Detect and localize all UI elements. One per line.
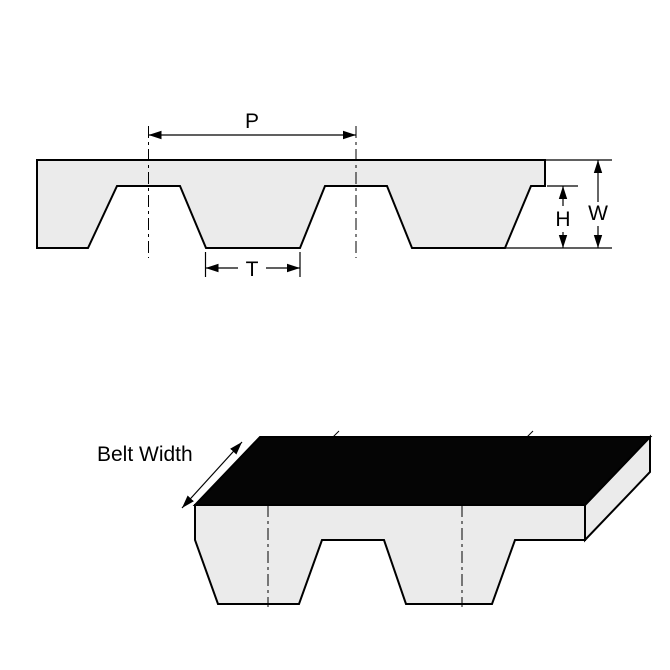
- profile-view: P T H: [36, 110, 612, 281]
- thickness-dimension: W: [588, 160, 608, 248]
- tooth-width-dimension: T: [204, 252, 301, 281]
- pitch-centerlines: [148, 126, 357, 258]
- tooth-centerlines: [267, 430, 534, 607]
- tooth-height-dimension: H: [555, 186, 571, 248]
- belt-width-dimension: Belt Width: [97, 441, 243, 509]
- centerline-tick-left: [332, 430, 340, 438]
- tooth-height-label: H: [555, 208, 570, 231]
- thickness-label: W: [588, 202, 608, 225]
- centerline-tick-right: [526, 430, 534, 438]
- belt-width-label: Belt Width: [97, 443, 193, 466]
- pitch-dimension: P: [148, 110, 356, 140]
- belt-top-surface: [192, 436, 653, 506]
- tooth-width-label: T: [246, 258, 259, 281]
- belt-front-face: [194, 504, 586, 605]
- perspective-view: Belt Width: [97, 430, 653, 607]
- pitch-label: P: [245, 110, 259, 133]
- belt-width-arrow: [181, 441, 243, 509]
- belt-profile-shape: [36, 159, 546, 249]
